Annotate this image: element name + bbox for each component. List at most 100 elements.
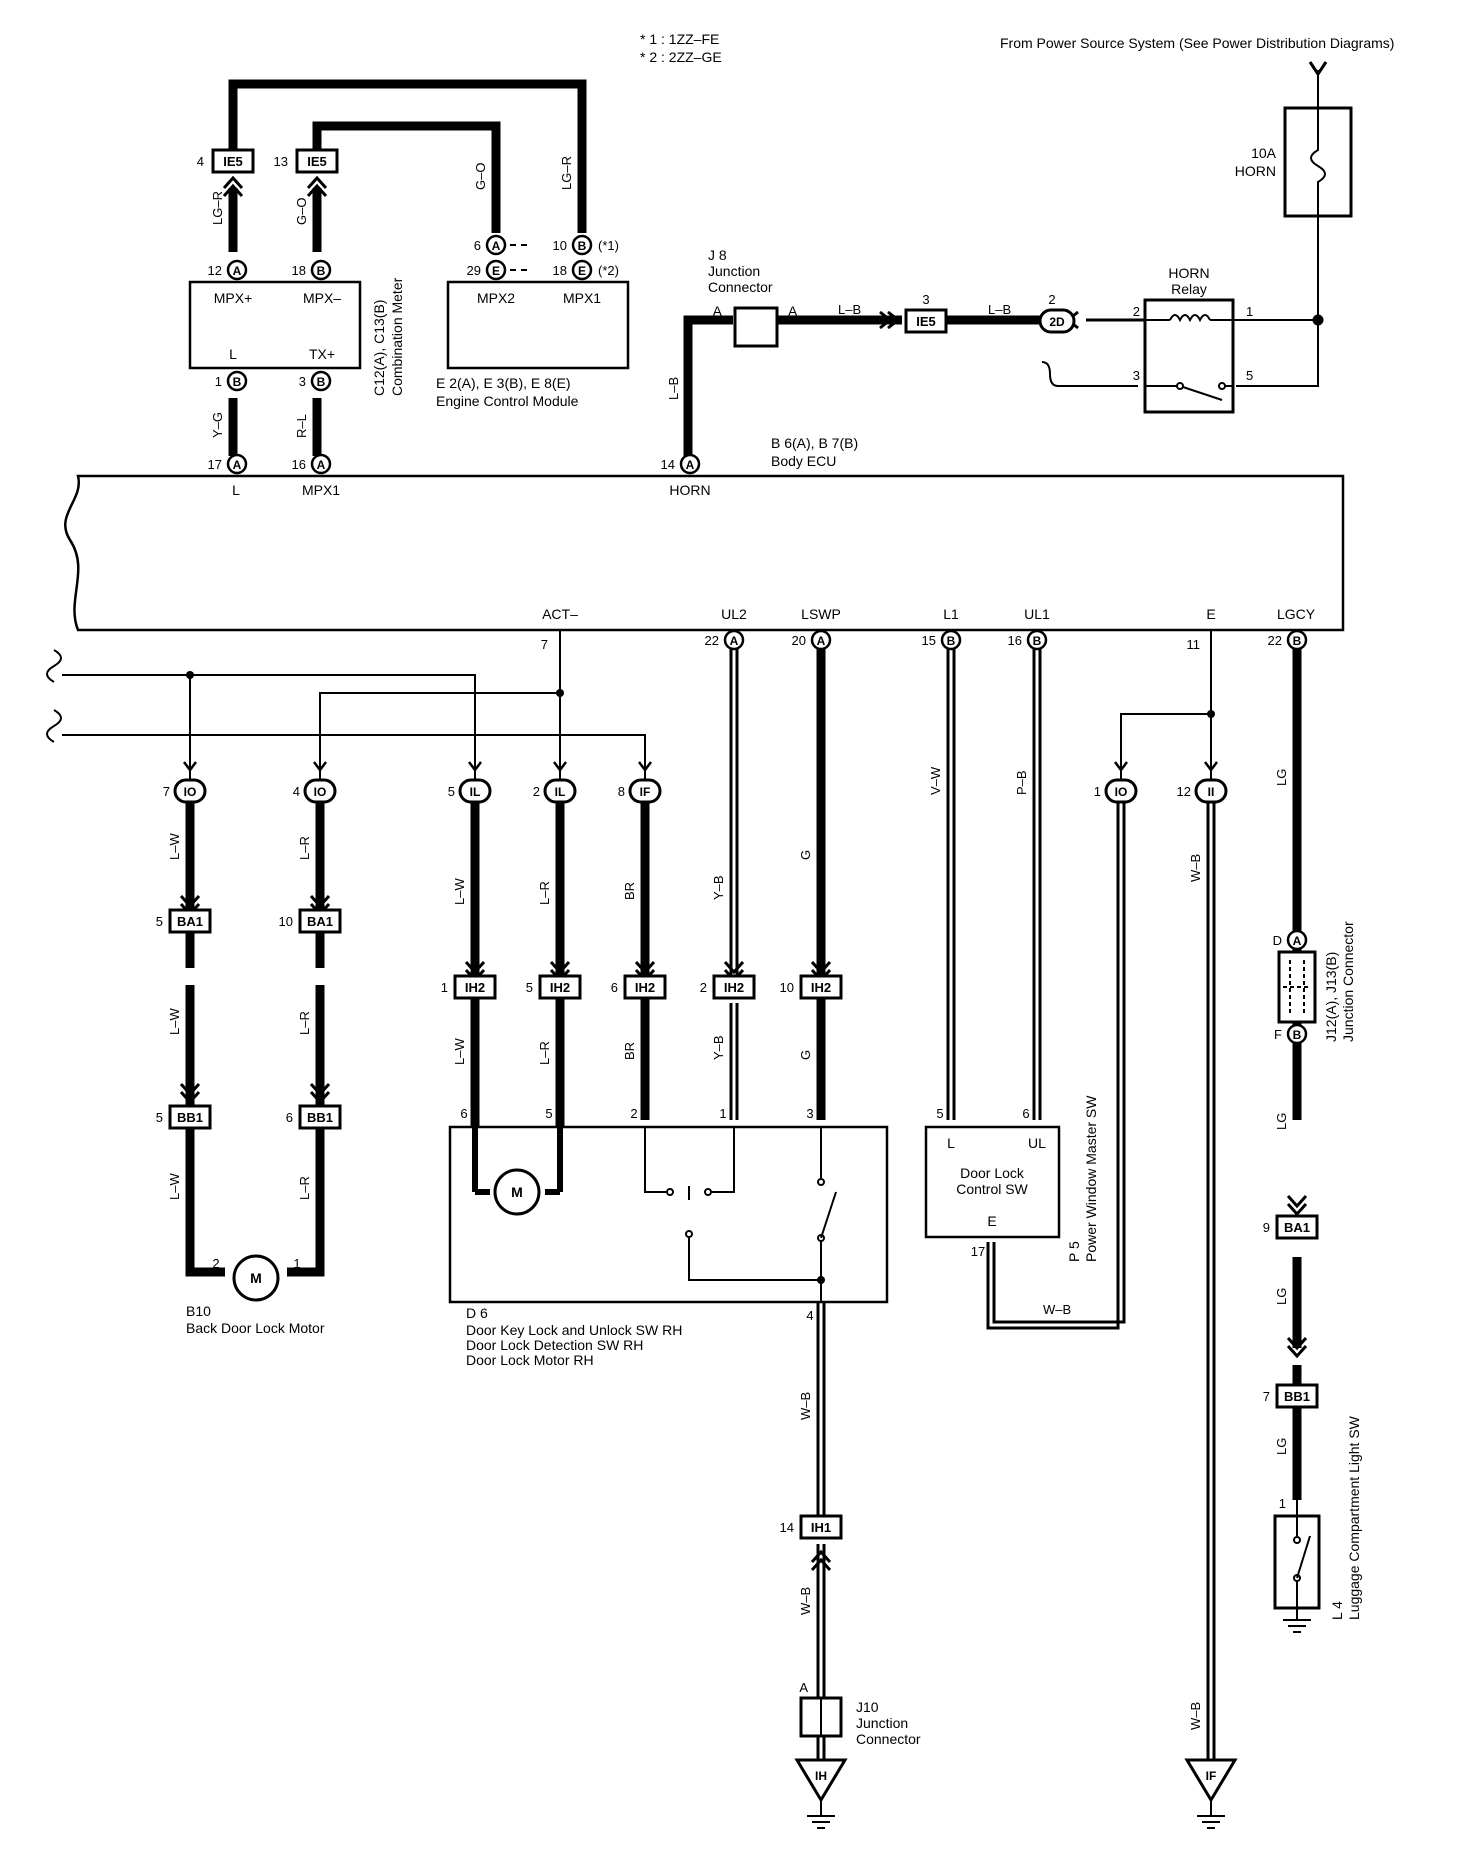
svg-text:Junction: Junction — [708, 263, 760, 279]
svg-text:W–B: W–B — [798, 1587, 813, 1615]
svg-text:6: 6 — [1022, 1106, 1029, 1121]
svg-text:(*1): (*1) — [598, 238, 619, 253]
svg-text:IO: IO — [184, 785, 197, 799]
wire-label-lgr: LG–R — [210, 191, 225, 225]
back-door-lock-motor: M 2 1 B10 Back Door Lock Motor — [186, 1254, 325, 1336]
svg-text:MPX1: MPX1 — [563, 290, 601, 306]
svg-text:L–W: L–W — [452, 1038, 467, 1065]
svg-text:(*2): (*2) — [598, 263, 619, 278]
svg-text:BR: BR — [622, 882, 637, 900]
svg-text:BA1: BA1 — [1284, 1220, 1310, 1235]
double-wires — [729, 649, 1216, 1760]
svg-text:IL: IL — [555, 785, 566, 799]
svg-text:A: A — [730, 634, 739, 648]
svg-text:IH2: IH2 — [724, 980, 744, 995]
ie5-connector-right: IE5 13 — [274, 148, 339, 174]
svg-text:5: 5 — [448, 784, 455, 799]
svg-text:B: B — [578, 239, 587, 253]
svg-text:B: B — [1293, 634, 1302, 648]
svg-text:3: 3 — [299, 374, 306, 389]
svg-text:1: 1 — [1279, 1496, 1286, 1511]
svg-text:B: B — [1033, 634, 1042, 648]
svg-text:P 5: P 5 — [1066, 1241, 1082, 1262]
svg-text:D: D — [1273, 933, 1282, 948]
svg-text:Y–B: Y–B — [711, 875, 726, 900]
svg-text:M: M — [250, 1270, 262, 1286]
svg-text:22: 22 — [705, 633, 719, 648]
svg-text:B 6(A), B 7(B): B 6(A), B 7(B) — [771, 435, 858, 451]
svg-text:1: 1 — [1246, 304, 1253, 319]
svg-text:12: 12 — [208, 263, 222, 278]
horn-arrows — [879, 61, 1328, 330]
svg-text:5: 5 — [156, 914, 163, 929]
svg-text:2: 2 — [1048, 292, 1055, 307]
svg-text:G: G — [798, 1050, 813, 1060]
svg-text:IH2: IH2 — [811, 980, 831, 995]
svg-text:E: E — [987, 1213, 996, 1229]
svg-text:Combination Meter: Combination Meter — [389, 277, 405, 396]
svg-text:A: A — [788, 303, 798, 319]
svg-text:J12(A), J13(B): J12(A), J13(B) — [1323, 952, 1339, 1042]
meter-pins: A 12 B 18 B 1 B 3 — [208, 259, 332, 392]
svg-text:LGCY: LGCY — [1277, 606, 1316, 622]
svg-text:5: 5 — [545, 1106, 552, 1121]
svg-text:IL: IL — [470, 785, 481, 799]
j12-junction-connector: A D B F J12(A), J13(B) Junction Connecto… — [1273, 921, 1356, 1045]
ecm-pins: A 6 E 29 B 10 E 18 (*1) (*2) — [467, 234, 619, 281]
svg-text:A: A — [233, 264, 242, 278]
svg-text:D 6: D 6 — [466, 1305, 488, 1321]
body-ecu: B 6(A), B 7(B) Body ECU L MPX1 HORN ACT–… — [64, 435, 1345, 632]
svg-text:12: 12 — [1177, 784, 1191, 799]
svg-text:BB1: BB1 — [1284, 1389, 1310, 1404]
svg-text:IE5: IE5 — [307, 154, 327, 169]
svg-text:L–R: L–R — [537, 1041, 552, 1065]
horn-relay: HORN Relay 2 1 3 5 — [1133, 265, 1253, 414]
svg-text:10: 10 — [279, 914, 293, 929]
svg-text:1: 1 — [1094, 784, 1101, 799]
svg-text:L–R: L–R — [297, 1011, 312, 1035]
svg-text:Y–B: Y–B — [711, 1035, 726, 1060]
svg-text:TX+: TX+ — [309, 346, 335, 362]
svg-text:LG: LG — [1274, 1288, 1289, 1305]
svg-text:BA1: BA1 — [307, 914, 333, 929]
wire-label-rl: R–L — [294, 414, 309, 438]
svg-text:IH2: IH2 — [550, 980, 570, 995]
oval-connectors: IO 7 IO 4 IL 5 IL 2 IF 8 IO 1 II 12 — [163, 778, 1228, 804]
svg-text:Junction: Junction — [856, 1715, 908, 1731]
svg-text:G: G — [798, 850, 813, 860]
svg-text:Luggage Compartment Light SW: Luggage Compartment Light SW — [1346, 1415, 1362, 1620]
svg-text:29: 29 — [467, 263, 481, 278]
svg-text:1: 1 — [215, 374, 222, 389]
svg-text:B: B — [1293, 1028, 1302, 1042]
svg-text:A: A — [713, 303, 723, 319]
svg-text:IO: IO — [314, 785, 327, 799]
svg-text:LG: LG — [1274, 1438, 1289, 1455]
svg-text:Connector: Connector — [708, 279, 773, 295]
wire-labels: L–W L–R L–W L–R L–W L–R L–W L–R BR Y–B G… — [167, 766, 1289, 1730]
svg-text:J10: J10 — [856, 1699, 879, 1715]
svg-text:M: M — [511, 1184, 523, 1200]
note-2zz: * 2 : 2ZZ–GE — [640, 49, 722, 65]
svg-text:2: 2 — [533, 784, 540, 799]
svg-text:J 8: J 8 — [708, 247, 727, 263]
wire-arrows — [179, 894, 1308, 1572]
svg-text:5: 5 — [526, 980, 533, 995]
svg-text:B: B — [317, 264, 326, 278]
svg-text:BA1: BA1 — [177, 914, 203, 929]
wire-label-lb-2: L–B — [988, 302, 1011, 317]
svg-text:A: A — [799, 1680, 808, 1695]
svg-text:7: 7 — [1263, 1389, 1270, 1404]
svg-text:A: A — [317, 458, 326, 472]
svg-text:9: 9 — [1263, 1220, 1270, 1235]
svg-text:L1: L1 — [943, 606, 959, 622]
svg-text:10: 10 — [553, 238, 567, 253]
svg-text:5: 5 — [1246, 368, 1253, 383]
svg-text:1: 1 — [441, 980, 448, 995]
svg-text:E: E — [1206, 606, 1215, 622]
combination-meter: MPX+ MPX– L TX+ C12(A), C13(B) Combinati… — [188, 277, 405, 396]
svg-text:22: 22 — [1268, 633, 1282, 648]
svg-text:E: E — [492, 264, 500, 278]
horn-wires — [683, 70, 1319, 456]
svg-text:Door Lock Detection SW RH: Door Lock Detection SW RH — [466, 1337, 643, 1353]
svg-text:MPX+: MPX+ — [214, 290, 253, 306]
